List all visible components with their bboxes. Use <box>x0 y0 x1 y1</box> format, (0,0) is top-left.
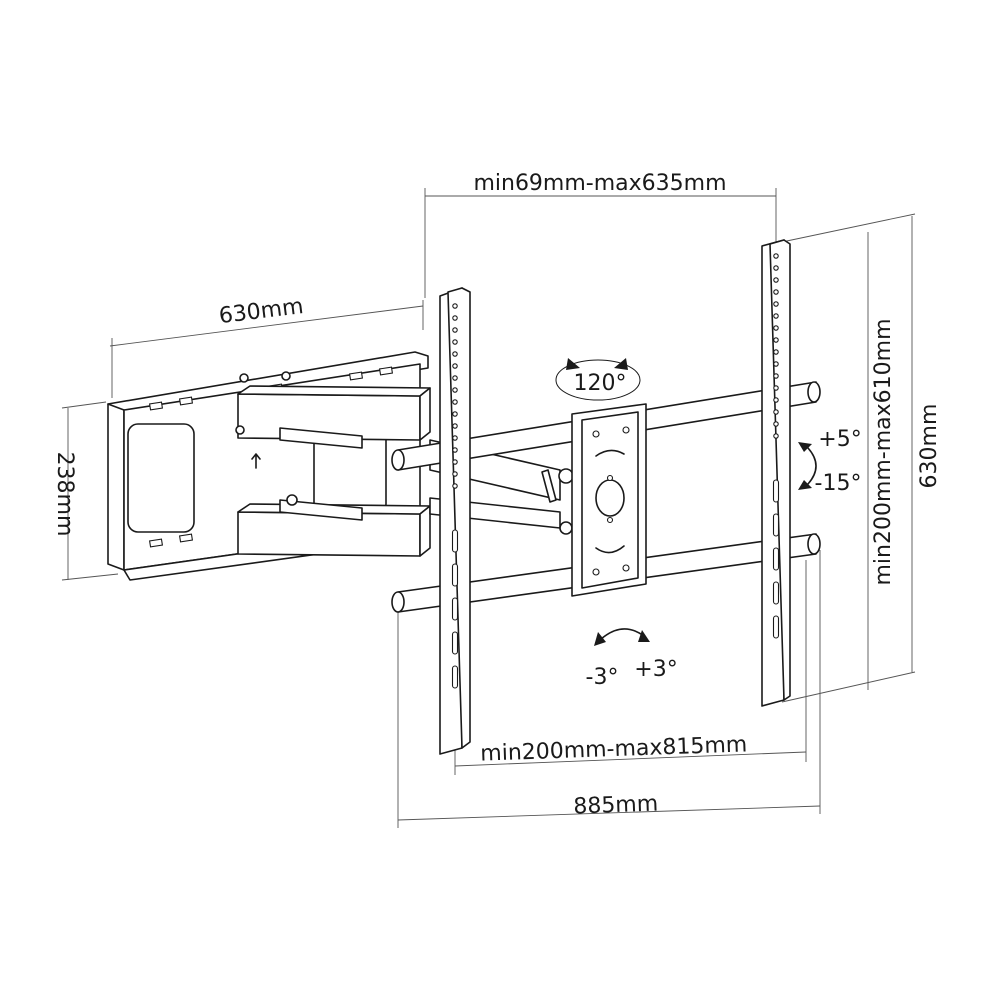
swivel-indicator <box>555 358 641 401</box>
tilt-up-arrow-icon <box>798 442 812 452</box>
tilt-down-angle-label: -15° <box>815 471 862 496</box>
bracket-hole <box>773 397 779 403</box>
bracket-slot <box>772 479 780 503</box>
swivel-angle-label: 120° <box>574 371 627 396</box>
vesa-horizontal-label: min200mm-max815mm <box>480 732 748 766</box>
bracket-hole <box>773 301 779 307</box>
bracket-hole <box>452 483 458 489</box>
arm-length-label: 630mm <box>218 294 305 329</box>
bracket-hole <box>773 385 779 391</box>
bracket-hole <box>773 409 779 415</box>
bracket-slot <box>772 513 780 537</box>
bracket-slot <box>772 581 780 605</box>
total-width-label: 885mm <box>573 792 659 820</box>
tilt-plate <box>571 403 647 597</box>
tilt-arc <box>807 447 817 485</box>
wall-plate-height-label: 238mm <box>52 452 77 537</box>
tilt-up-angle-label: +5° <box>818 427 861 452</box>
bracket-slot <box>451 597 459 621</box>
bracket-slot <box>451 563 459 587</box>
vertical-bracket-left <box>439 287 471 755</box>
bracket-hole <box>452 303 458 309</box>
bracket-hole <box>773 349 779 355</box>
up-arrow-icon <box>251 453 261 469</box>
bracket-hole <box>773 433 779 439</box>
bracket-hole <box>773 337 779 343</box>
bracket-hole <box>452 327 458 333</box>
tilt-down-arrow-icon <box>798 480 812 490</box>
bracket-slot <box>772 615 780 639</box>
arm-extension-label: min69mm-max635mm <box>473 171 726 196</box>
vesa-vertical-label: min200mm-max610mm <box>871 318 896 585</box>
bracket-hole <box>452 387 458 393</box>
bracket-hole <box>452 351 458 357</box>
bracket-hole <box>773 373 779 379</box>
bracket-slot <box>451 665 459 689</box>
bracket-hole <box>773 253 779 259</box>
bracket-hole <box>452 459 458 465</box>
bracket-hole <box>773 265 779 271</box>
bracket-hole <box>452 423 458 429</box>
bracket-hole <box>773 325 779 331</box>
bracket-hole <box>452 315 458 321</box>
bracket-hole <box>773 313 779 319</box>
vertical-bracket-right <box>761 239 791 707</box>
bracket-hole <box>452 411 458 417</box>
bracket-hole <box>452 447 458 453</box>
bracket-hole <box>452 339 458 345</box>
bracket-slot <box>451 631 459 655</box>
level-right-arrow-icon <box>638 630 650 642</box>
bracket-slot <box>772 547 780 571</box>
level-indicator <box>594 628 650 646</box>
bracket-hole <box>773 289 779 295</box>
bracket-slot <box>451 529 459 553</box>
swivel-arrow-right-icon <box>614 358 628 370</box>
bracket-hole <box>773 421 779 427</box>
swivel-arrow-left-icon <box>566 358 580 370</box>
tilt-indicator <box>798 442 817 490</box>
level-right-angle-label: +3° <box>634 657 677 682</box>
bracket-hole <box>452 471 458 477</box>
bracket-hole <box>452 363 458 369</box>
level-left-angle-label: -3° <box>586 665 619 690</box>
level-left-arrow-icon <box>594 632 606 646</box>
level-arc <box>599 628 645 641</box>
bracket-hole <box>452 435 458 441</box>
bracket-hole <box>452 399 458 405</box>
bracket-hole <box>773 277 779 283</box>
dimension-lines <box>61 188 916 828</box>
wall-plate-cutout <box>127 423 195 533</box>
swivel-ellipse <box>555 359 641 401</box>
bracket-hole <box>452 375 458 381</box>
bracket-height-label: 630mm <box>917 404 942 489</box>
bracket-hole <box>773 361 779 367</box>
